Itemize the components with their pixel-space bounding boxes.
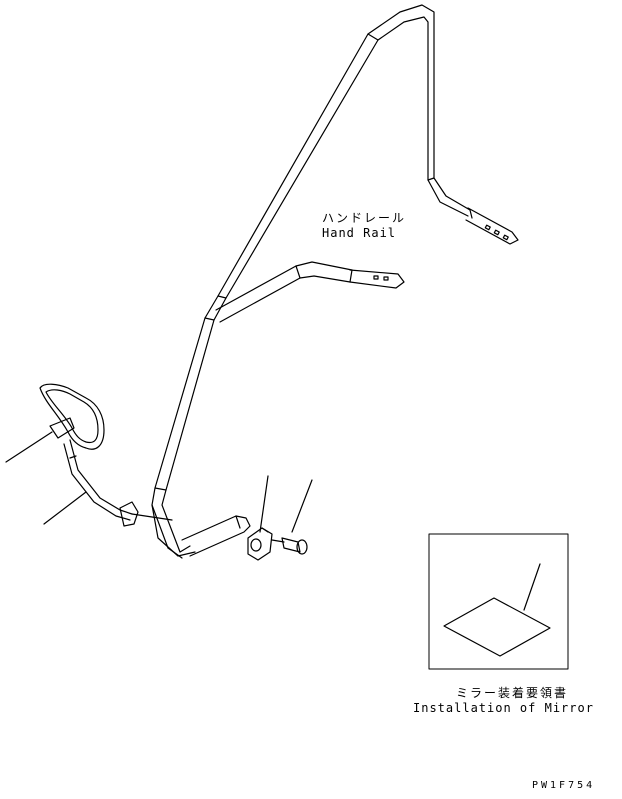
hand-rail <box>151 4 519 559</box>
mirror-reference-box <box>428 533 569 670</box>
hand-rail-label-en: Hand Rail <box>322 226 397 240</box>
leader-lines <box>5 431 541 611</box>
mirror-label-en: Installation of Mirror <box>413 701 594 715</box>
clamp-and-bolt <box>247 527 308 561</box>
mirror-assembly <box>39 383 173 527</box>
mirror-label-jp: ミラー装着要領書 <box>456 686 569 700</box>
hand-rail-label-jp: ハンドレール <box>322 211 407 225</box>
drawing-code: PW1F754 <box>532 780 596 791</box>
